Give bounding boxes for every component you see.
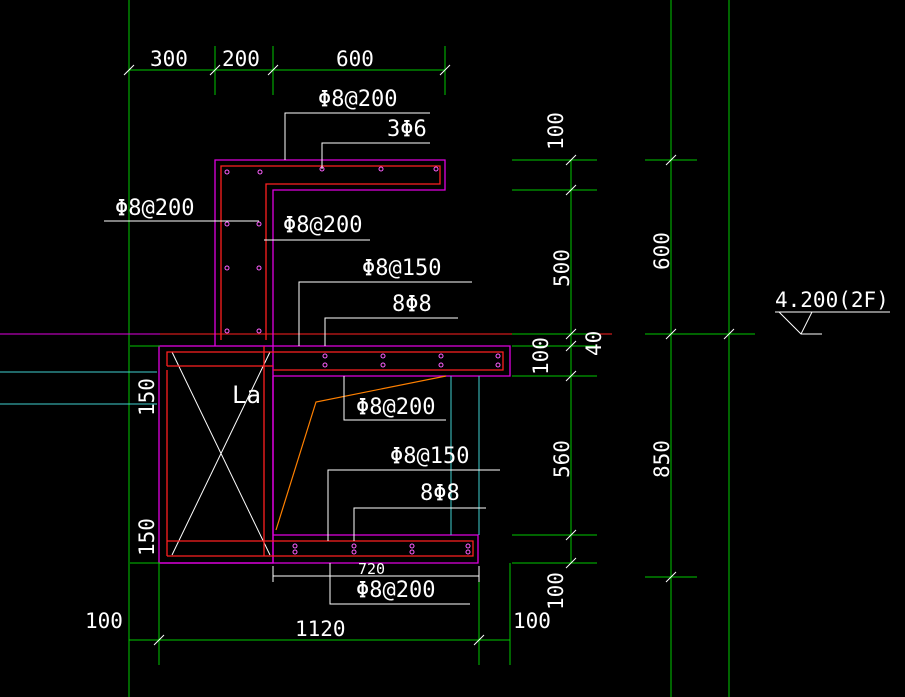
label-bottom-stirrup: Φ8@150 bbox=[390, 444, 469, 469]
leader-lines bbox=[104, 112, 500, 605]
label-slab-bottom-stirrup: Φ8@200 bbox=[356, 395, 435, 420]
dim-left-150-top: 150 bbox=[135, 378, 159, 416]
left-slab-lines bbox=[0, 371, 157, 405]
cross-lines bbox=[171, 351, 271, 556]
label-wall-outer: Φ8@200 bbox=[115, 196, 194, 221]
bottom-slab-outline bbox=[159, 534, 479, 564]
dim-right-100-bottom: 100 bbox=[544, 572, 568, 610]
concrete-outline bbox=[158, 159, 511, 564]
dim-right-40: 40 bbox=[582, 331, 606, 356]
inner-width-dimension bbox=[272, 566, 480, 582]
dim-right-500: 500 bbox=[550, 249, 574, 287]
rebar-lines bbox=[166, 165, 504, 557]
dim-bottom-1120: 1120 bbox=[295, 617, 346, 641]
dim-right-100-top: 100 bbox=[544, 112, 568, 150]
slab-outline bbox=[273, 345, 511, 377]
dim-top-200: 200 bbox=[222, 47, 260, 71]
dim-top-300: 300 bbox=[150, 47, 188, 71]
reference-lines bbox=[0, 0, 730, 697]
bottom-dimension bbox=[129, 563, 511, 665]
dim-right-100-mid: 100 bbox=[529, 337, 553, 375]
dim-bottom-100-left: 100 bbox=[85, 609, 123, 633]
label-top-stirrup: Φ8@200 bbox=[318, 87, 397, 112]
left-dimension bbox=[130, 345, 160, 564]
dim-top-600: 600 bbox=[336, 47, 374, 71]
rebar-dots bbox=[224, 166, 501, 555]
elevation-mark bbox=[775, 311, 890, 335]
label-top-longitudinal: 3Φ6 bbox=[387, 117, 427, 142]
dim-right-560: 560 bbox=[550, 440, 574, 478]
parapet-outline bbox=[214, 159, 446, 346]
dim-bottom-720: 720 bbox=[358, 560, 385, 578]
dim-right-850: 850 bbox=[650, 440, 674, 478]
top-dimension bbox=[123, 46, 451, 95]
label-bottom-longitudinal: 8Φ8 bbox=[420, 481, 460, 506]
label-wall-inner: Φ8@200 bbox=[283, 213, 362, 238]
right-inner-dimension bbox=[512, 154, 597, 569]
beam-box-outline bbox=[158, 345, 274, 564]
dim-bottom-100-right: 100 bbox=[513, 609, 551, 633]
dim-right-600: 600 bbox=[650, 232, 674, 270]
anchorage-label: La bbox=[232, 381, 261, 409]
label-slab-stirrup: Φ8@150 bbox=[362, 256, 441, 281]
dim-left-150-bottom: 150 bbox=[135, 518, 159, 556]
label-slab-longitudinal: 8Φ8 bbox=[392, 292, 432, 317]
sloped-stair-line bbox=[275, 375, 447, 531]
right-outer-dimension bbox=[645, 154, 755, 583]
elevation-text: 4.200(2F) bbox=[775, 288, 889, 312]
label-bottom-distribution: Φ8@200 bbox=[356, 578, 435, 603]
